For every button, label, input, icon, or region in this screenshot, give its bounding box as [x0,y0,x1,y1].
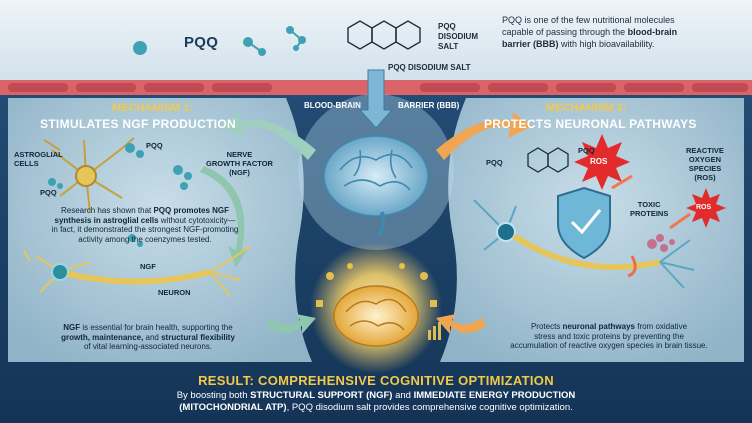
intro-line-1: PQQ is one of the few nutritional molecu… [502,15,675,25]
molecule-structure-icon [347,20,421,50]
pqq-title: PQQ [184,34,219,51]
ros-badge-2: ROS [696,204,712,211]
molecule-label-3: SALT [438,42,459,51]
molecule-caption: PQQ DISODIUM SALT [388,63,471,72]
pqq-spheres [48,26,306,247]
intro-line-3: barrier (BBB) with high bioavailability. [502,39,655,49]
mechanism1-title: STIMULATES NGF PRODUCTION [40,117,236,131]
toxic-protein-icon [647,234,675,252]
molecule-label: PQQ DISODIUM SALT [438,22,478,52]
bbb-right-label: BARRIER (BBB) [398,101,460,110]
right-curved-arrow [436,112,532,160]
research-text: Research has shown that PQQ promotes NGF… [51,206,239,244]
molecule-structure-right-icon [527,147,569,173]
mechanism1-kicker: MECHANISM 1: [112,102,193,114]
toxic-label: TOXIC PROTEINS [630,200,669,218]
right-bottom-arrow [436,314,486,334]
ros-badge: ROS [590,157,608,166]
ngf-text: NGF is essential for brain health, suppo… [61,323,235,351]
molecule-label-2: DISODIUM [438,32,478,41]
left-panel [8,98,312,362]
left-bottom-arrow [266,314,316,334]
left-curved-arrow [220,112,316,160]
protect-text: Protects neuronal pathways from oxidativ… [510,322,708,350]
mechanism2-title: PROTECTS NEURONAL PATHWAYS [484,117,697,131]
ngf-small-label: NGF [140,262,156,271]
brain-blue-icon [323,135,429,238]
ngf-down-arrow [200,166,248,268]
intro-text: PQQ is one of the few nutritional molecu… [502,14,748,50]
bbb-left-label: BLOOD-BRAIN [304,101,361,110]
pqq-right-label: PQQ [578,146,595,155]
neuron-label: NEURON [158,288,191,297]
ros-label: REACTIVE OXYGEN SPECIES (ROS) [686,146,724,182]
shield-icon [557,186,611,260]
neuron-left-icon [23,245,251,297]
ros-burst-icon [574,134,726,228]
pqq-label-top: PQQ [146,141,163,150]
pqq-left-label: PQQ [486,158,503,167]
molecule-label-1: PQQ [438,22,456,31]
brain-gold-icon [333,285,419,347]
neuron-right-icon [473,199,695,289]
result-title: RESULT: COMPREHENSIVE COGNITIVE OPTIMIZA… [198,373,554,388]
down-arrow-shape [358,69,394,129]
astroglial-label: ASTROGLIAL CELLS [14,150,63,168]
pqq-label-bottom: PQQ [40,188,57,197]
intro-line-2: capable of passing through the blood-bra… [502,27,678,37]
astroglial-cell-icon [43,137,135,213]
result-text: By boosting both STRUCTURAL SUPPORT (NGF… [176,390,576,413]
ngf-label: NERVE GROWTH FACTOR (NGF) [206,150,273,177]
mechanism2-kicker: MECHANISM 2: [546,102,627,114]
